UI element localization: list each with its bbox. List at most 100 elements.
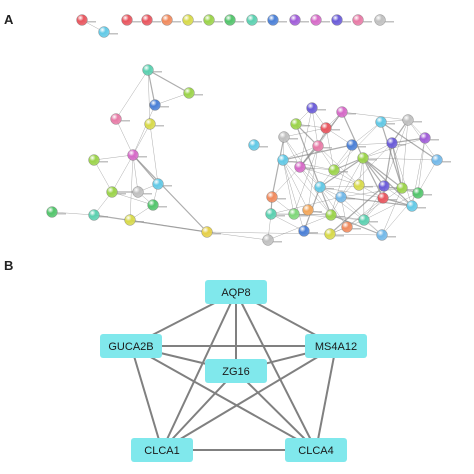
network-edge (346, 197, 384, 228)
network-edge (147, 69, 151, 125)
protein-node (396, 182, 416, 194)
node-label-clca4: CLCA4 (298, 445, 333, 457)
protein-node (106, 186, 126, 198)
network-edge (319, 186, 365, 221)
protein-node (346, 139, 366, 151)
protein-node (335, 191, 355, 203)
protein-node (88, 209, 108, 221)
protein-node (376, 229, 396, 241)
protein-node (267, 14, 287, 26)
protein-node (290, 118, 310, 130)
protein-node (201, 226, 221, 238)
protein-node (141, 14, 161, 26)
protein-node (98, 26, 118, 38)
network-edge (363, 185, 385, 221)
network-edge (299, 166, 332, 216)
network-edge (147, 69, 190, 94)
network-edge (115, 118, 134, 156)
protein-node (358, 214, 378, 226)
network-edge (132, 154, 208, 233)
node-label-aqp8: AQP8 (221, 287, 250, 299)
protein-node (353, 179, 373, 191)
network-edge (417, 137, 426, 194)
protein-node (132, 186, 152, 198)
network-edge (362, 157, 438, 161)
network-edge (299, 166, 335, 171)
protein-node (374, 14, 394, 26)
protein-node (288, 208, 308, 220)
protein-node (161, 14, 181, 26)
protein-node (121, 14, 141, 26)
network-edge (362, 157, 365, 221)
network-edge (299, 107, 313, 168)
network-edge (115, 69, 149, 120)
network-edge (383, 185, 413, 207)
node-clca1: CLCA1 (131, 438, 193, 462)
network-edge (270, 213, 305, 232)
protein-node (46, 206, 66, 218)
protein-node (324, 228, 344, 240)
network-edge (271, 136, 285, 198)
network-edge (319, 186, 348, 228)
network-edge (282, 159, 309, 211)
network-edge (307, 145, 319, 211)
protein-node (406, 200, 426, 212)
protein-node (278, 131, 298, 143)
node-label-ms4a12: MS4A12 (315, 341, 357, 353)
edge-aqp8-clca1 (161, 291, 237, 451)
node-aqp8: AQP8 (205, 280, 267, 304)
protein-node (306, 102, 326, 114)
network-edge (341, 111, 364, 159)
protein-node (331, 14, 351, 26)
protein-node (127, 149, 147, 161)
network-edge (325, 127, 335, 171)
protein-node (412, 187, 432, 199)
network-edge (206, 231, 383, 236)
network-edge (391, 142, 403, 189)
network-edge (132, 104, 156, 156)
network-edge (295, 123, 321, 188)
node-label-zg16: ZG16 (222, 366, 250, 378)
edge-ms4a12-clca4 (315, 345, 337, 451)
protein-node (248, 139, 268, 151)
node-guca2b: GUCA2B (100, 334, 162, 358)
protein-node (266, 191, 286, 203)
protein-node (325, 209, 345, 221)
network-edge (363, 192, 419, 221)
network-edge (282, 145, 319, 161)
network-edge (319, 185, 385, 188)
protein-node (377, 192, 397, 204)
network-edge (271, 166, 301, 198)
node-ms4a12: MS4A12 (305, 334, 367, 358)
network-edge (149, 123, 159, 185)
protein-node (289, 14, 309, 26)
network-edge (330, 214, 383, 236)
node-label-guca2b: GUCA2B (108, 341, 153, 353)
network-edge (362, 157, 385, 187)
panel-b-letter: B (4, 258, 14, 273)
protein-node (402, 114, 422, 126)
protein-node (265, 208, 285, 220)
network-edge (282, 159, 305, 232)
network-edge (282, 159, 332, 216)
node-label-clca1: CLCA1 (144, 445, 179, 457)
network-edge (381, 192, 419, 236)
network-edge (401, 119, 409, 189)
network-edge (299, 166, 360, 186)
protein-node (357, 152, 377, 164)
network-edge (283, 127, 327, 138)
network-edge (282, 144, 353, 161)
node-clca4: CLCA4 (285, 438, 347, 462)
protein-node (88, 154, 108, 166)
protein-node (182, 14, 202, 26)
network-edge (317, 145, 360, 186)
protein-node (419, 132, 439, 144)
network-edge (93, 154, 134, 161)
network-edge (340, 142, 393, 198)
network-edge (383, 119, 409, 187)
edge-ms4a12-clca1 (161, 345, 337, 451)
protein-node (224, 14, 244, 26)
panel-a-letter: A (4, 12, 14, 27)
protein-node (277, 154, 297, 166)
